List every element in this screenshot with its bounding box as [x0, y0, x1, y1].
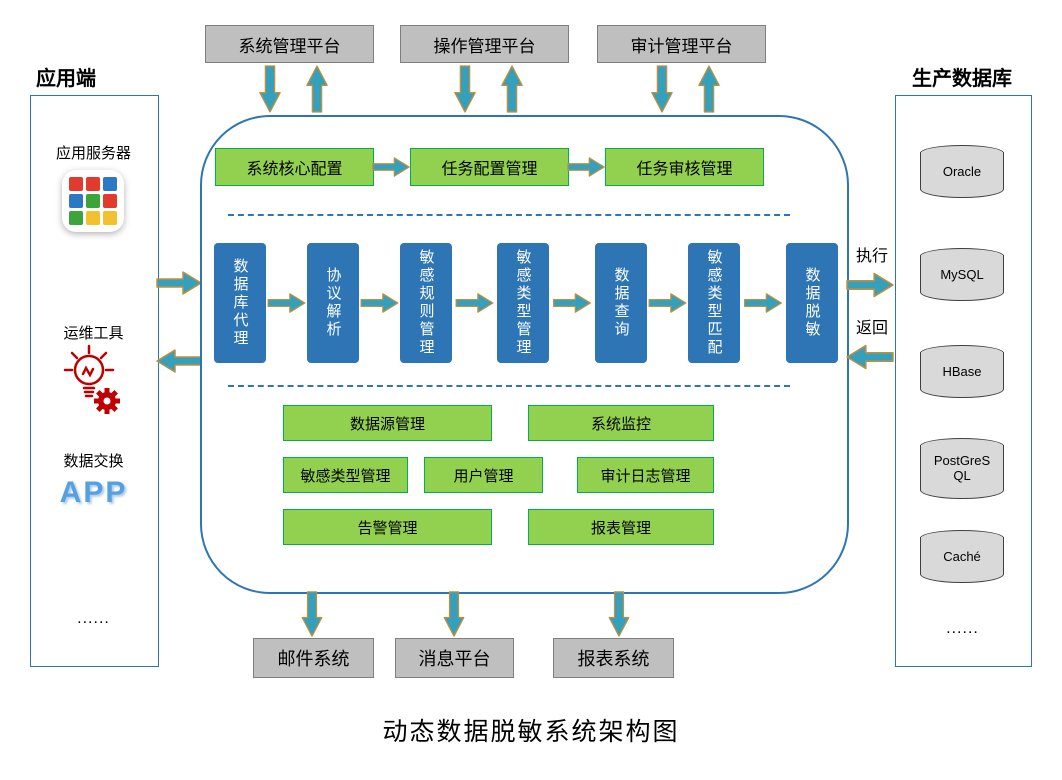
- mgmt-box-alerts: 告警管理: [283, 509, 492, 545]
- left-panel-ellipsis: ......: [77, 610, 110, 627]
- right-arrow-icon: [452, 293, 497, 313]
- database-label: Oracle: [942, 164, 982, 179]
- bulb-gear-icon: [62, 343, 126, 417]
- data-exchange-label: 数据交换: [63, 453, 124, 470]
- database-label: Caché: [943, 549, 981, 564]
- database-cylinder-postgresql: PostGreSQL: [920, 438, 1004, 500]
- system-box-report: 报表系统: [553, 638, 674, 678]
- dashed-divider: [228, 385, 790, 387]
- down-arrow-icon: [454, 63, 476, 115]
- right-arrow-icon: [266, 293, 307, 313]
- cylinder-body: [920, 537, 1004, 583]
- left-panel-header: 应用端: [36, 68, 96, 90]
- mgmt-box-users: 用户管理: [424, 457, 543, 493]
- app-server-label: 应用服务器: [55, 145, 131, 162]
- database-label: MySQL: [940, 267, 984, 282]
- cylinder-body: [920, 445, 1004, 499]
- platform-box-audit-management: 审计管理平台: [597, 25, 766, 63]
- left-arrow-icon: [156, 348, 202, 374]
- right-panel-header: 生产数据库: [912, 68, 1012, 90]
- cylinder-body: [920, 255, 1004, 301]
- pipeline-step-label: 数据查询: [612, 267, 630, 339]
- database-cylinder-hbase: HBase: [920, 345, 1004, 399]
- pipeline-step-label: 敏感规则管理: [417, 249, 435, 357]
- left-arrow-icon: [846, 344, 894, 370]
- database-cylinder-mysql: MySQL: [920, 248, 1004, 302]
- mgmt-box-audit-logs: 审计日志管理: [577, 457, 714, 493]
- right-arrow-icon: [740, 293, 786, 313]
- database-label: PostGreSQL: [933, 453, 991, 483]
- database-cylinder-oracle: Oracle: [920, 145, 1004, 199]
- up-arrow-icon: [501, 63, 523, 115]
- ops-tools-label: 运维工具: [63, 325, 124, 342]
- cylinder-body: [920, 352, 1004, 398]
- pipeline-step-db-proxy: 数据库代理: [214, 243, 266, 363]
- pipeline-step-type-match: 敏感类型匹配: [688, 243, 740, 363]
- pipeline-step-data-query: 数据查询: [595, 243, 647, 363]
- platform-box-system-management: 系统管理平台: [205, 25, 374, 63]
- execute-label: 执行: [856, 248, 889, 265]
- system-box-message: 消息平台: [395, 638, 514, 678]
- pipeline-step-sensitive-rules: 敏感规则管理: [400, 243, 452, 363]
- mgmt-box-reports: 报表管理: [528, 509, 714, 545]
- config-box-system-core: 系统核心配置: [215, 148, 374, 186]
- right-arrow-icon: [549, 293, 595, 313]
- mgmt-box-sensitive-types: 敏感类型管理: [283, 457, 408, 493]
- right-arrow-icon: [156, 270, 202, 296]
- return-label: 返回: [856, 320, 889, 337]
- right-arrow-icon: [372, 157, 410, 177]
- down-arrow-icon: [443, 591, 465, 637]
- pipeline-step-label: 敏感类型匹配: [705, 249, 723, 357]
- dashed-divider: [228, 214, 790, 216]
- mgmt-box-datasource: 数据源管理: [283, 405, 492, 441]
- pipeline-step-label: 数据库代理: [231, 258, 249, 348]
- right-panel-ellipsis: ......: [946, 620, 979, 637]
- down-arrow-icon: [608, 591, 630, 637]
- pipeline-step-protocol-parse: 协议解析: [307, 243, 359, 363]
- database-cylinder-cache: Caché: [920, 530, 1004, 584]
- diagram-title: 动态数据脱敏系统架构图: [382, 719, 680, 746]
- app-wordart-text: APP: [59, 476, 128, 509]
- cylinder-body: [920, 152, 1004, 198]
- pipeline-step-label: 数据脱敏: [803, 267, 821, 339]
- pipeline-step-label: 协议解析: [324, 267, 342, 339]
- down-arrow-icon: [259, 63, 281, 115]
- database-label: HBase: [942, 364, 982, 379]
- right-arrow-icon: [846, 272, 894, 298]
- pipeline-step-sensitive-types: 敏感类型管理: [497, 243, 549, 363]
- down-arrow-icon: [301, 591, 323, 637]
- config-box-task-audit: 任务审核管理: [605, 148, 764, 186]
- system-box-mail: 邮件系统: [253, 638, 374, 678]
- right-arrow-icon: [567, 157, 605, 177]
- down-arrow-icon: [651, 63, 673, 115]
- right-arrow-icon: [359, 293, 400, 313]
- right-arrow-icon: [647, 293, 688, 313]
- pipeline-step-label: 敏感类型管理: [514, 249, 532, 357]
- mgmt-box-monitoring: 系统监控: [528, 405, 714, 441]
- pipeline-step-data-masking: 数据脱敏: [786, 243, 838, 363]
- platform-box-operation-management: 操作管理平台: [400, 25, 569, 63]
- up-arrow-icon: [306, 63, 328, 115]
- up-arrow-icon: [698, 63, 720, 115]
- app-server-icon: [62, 170, 124, 232]
- config-box-task-config: 任务配置管理: [410, 148, 569, 186]
